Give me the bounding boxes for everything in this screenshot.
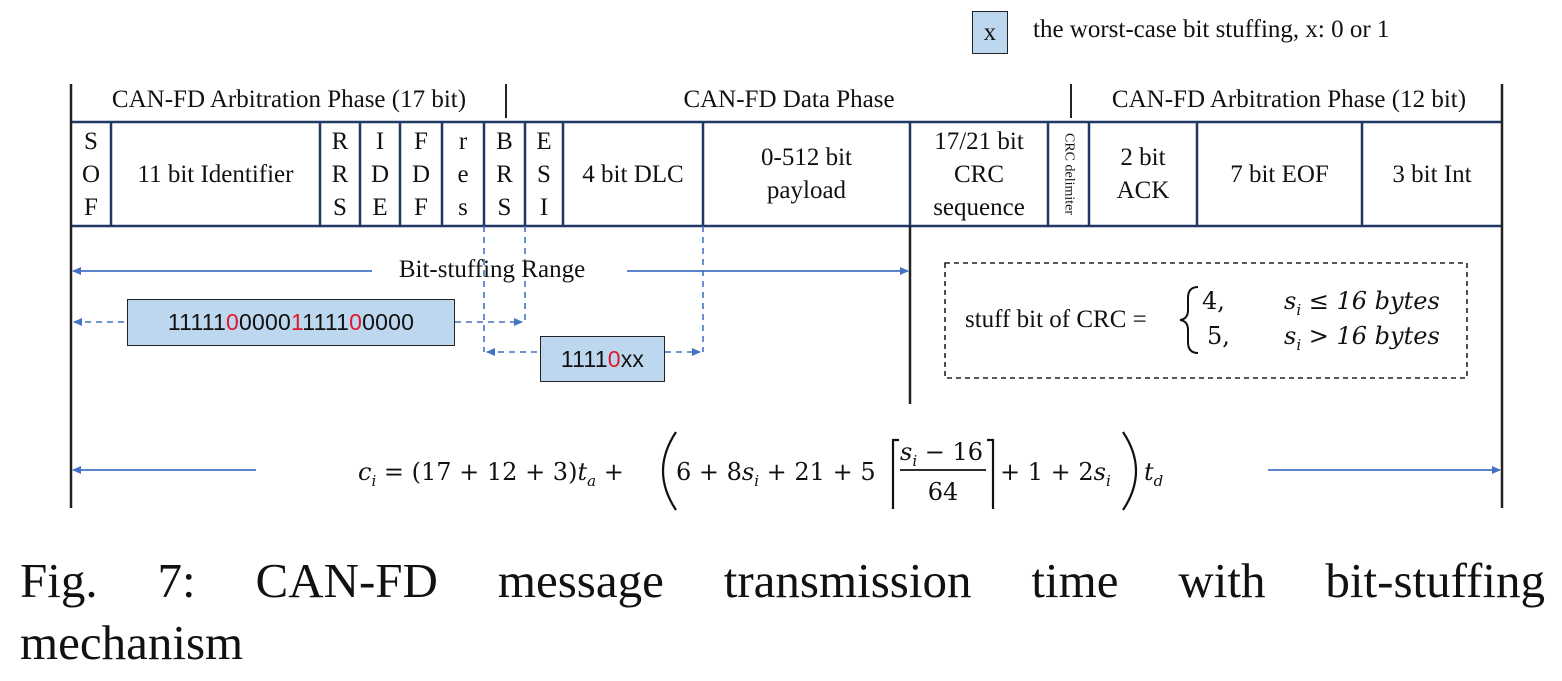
bit-sequence-1: 11111000001111100000: [127, 299, 455, 346]
field-crc: 17/21 bit CRC sequence: [933, 127, 1025, 221]
caption-line-1: Fig. 7: CAN-FD message transmission time…: [20, 553, 1545, 608]
field-rrs: R R S: [331, 127, 349, 221]
phase-arbitration-start: CAN-FD Arbitration Phase (17 bit): [111, 86, 467, 113]
caption-line-2: mechanism: [20, 615, 244, 670]
fraction-numerator: si − 16: [900, 438, 984, 470]
field-separators: [109, 122, 1364, 226]
data-bits: 1111: [560, 345, 608, 372]
data-bits: 11111: [167, 309, 227, 335]
stuff-bit: 1: [290, 309, 303, 335]
field-eof: 7 bit EOF: [1230, 160, 1329, 188]
data-bits: 1111: [302, 309, 350, 335]
legend-text: the worst-case bit stuffing, x: 0 or 1: [1033, 16, 1390, 43]
eq-paren-right: [1122, 431, 1138, 511]
field-ide: I D E: [370, 127, 390, 221]
bit-sequence-2: 11110xx: [540, 336, 665, 382]
stuff-bit: 0: [226, 309, 240, 335]
eq-paren-left: [661, 431, 677, 511]
crc-stuff-box: [944, 262, 1468, 379]
field-esi: E S I: [536, 127, 552, 221]
field-int: 3 bit Int: [1392, 160, 1472, 188]
crc-case-1-cond: si ≤ 16 bytes: [1284, 287, 1440, 319]
equation-inner-end: + 1 + 2si: [1000, 458, 1111, 490]
field-ack: 2 bit ACK: [1116, 144, 1170, 204]
field-payload: 0-512 bit payload: [761, 144, 852, 204]
crc-stuff-lhs: stuff bit of CRC =: [965, 306, 1147, 333]
crc-brace: [1179, 286, 1199, 354]
phase-arbitration-end: CAN-FD Arbitration Phase (12 bit): [1111, 86, 1467, 113]
field-dlc: 4 bit DLC: [582, 160, 684, 188]
equation-inner-start: 6 + 8si + 21 + 5: [676, 458, 876, 490]
data-bits: 0000: [239, 309, 291, 335]
field-crc-delimiter: CRC delimiter: [1061, 132, 1077, 216]
ceil-right: [987, 438, 995, 509]
legend-swatch-symbol: x: [983, 18, 997, 46]
field-identifier: 11 bit Identifier: [137, 160, 294, 188]
phase-data: CAN-FD Data Phase: [683, 86, 895, 113]
stuff-bit: 0: [349, 309, 363, 335]
field-fdf: F D F: [411, 127, 431, 221]
ceil-left: [891, 438, 899, 509]
bit-sequence-2-text: 11110xx: [561, 346, 644, 373]
figure-caption: Fig. 7: CAN-FD message transmission time…: [20, 550, 1545, 674]
bit-sequence-1-text: 11111000001111100000: [168, 309, 414, 336]
data-bits: xx: [620, 345, 645, 372]
field-sof: S O F: [81, 127, 101, 221]
fraction-denominator: 64: [927, 478, 959, 506]
legend-swatch: x: [972, 11, 1008, 54]
equation-td: td: [1144, 458, 1164, 490]
data-bits: 0000: [362, 309, 415, 335]
crc-case-1-value: 4,: [1202, 287, 1225, 315]
equation-lhs: ci = (17 + 12 + 3)ta +: [358, 458, 624, 490]
crc-case-2-value: 5,: [1207, 322, 1230, 350]
field-res: r e s: [457, 127, 469, 221]
stuff-bit: 0: [607, 345, 621, 372]
crc-case-2-cond: si > 16 bytes: [1284, 322, 1440, 354]
field-brs: B R S: [496, 127, 513, 221]
bit-stuffing-range-label: Bit-stuffing Range: [398, 256, 586, 283]
